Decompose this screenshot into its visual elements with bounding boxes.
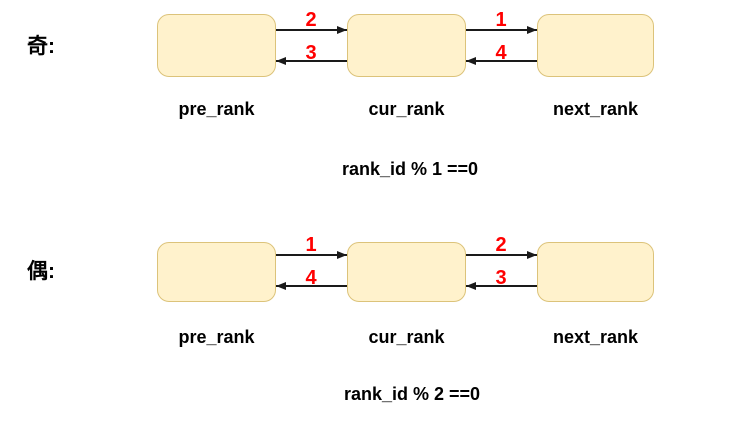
row-odd-arrow-cur-to-next bbox=[466, 29, 537, 31]
row-odd-box-pre-rank bbox=[157, 14, 276, 77]
row-even-label-pre-rank: pre_rank bbox=[178, 327, 255, 347]
row-even-label-next-rank: next_rank bbox=[552, 327, 639, 347]
row-even-box-cur-rank bbox=[347, 242, 466, 302]
row-odd-box-next-rank bbox=[537, 14, 654, 77]
row-odd-step-number-forward-right-gap: 1 bbox=[495, 9, 507, 31]
row-even-step-number-forward-right-gap: 2 bbox=[495, 234, 507, 256]
row-odd-arrow-pre-to-cur bbox=[276, 29, 347, 31]
row-odd-side-label: 奇: bbox=[27, 35, 55, 58]
row-odd-label-cur-rank: cur_rank bbox=[368, 99, 445, 119]
row-odd-arrow-cur-to-pre bbox=[276, 60, 347, 62]
row-odd-step-number-backward-right-gap: 4 bbox=[495, 42, 507, 64]
row-even-arrow-pre-to-cur bbox=[276, 254, 347, 256]
row-even-side-label: 偶: bbox=[27, 260, 55, 283]
row-odd-step-number-backward-left-gap: 3 bbox=[305, 42, 317, 64]
row-even-step-number-forward-left-gap: 1 bbox=[305, 234, 317, 256]
row-even-step-number-backward-left-gap: 4 bbox=[305, 267, 317, 289]
row-odd-box-cur-rank bbox=[347, 14, 466, 77]
row-even-arrow-cur-to-pre bbox=[276, 285, 347, 287]
row-odd-step-number-forward-left-gap: 2 bbox=[305, 9, 317, 31]
row-even-step-number-backward-right-gap: 3 bbox=[495, 267, 507, 289]
row-even-arrow-cur-to-next bbox=[466, 254, 537, 256]
row-even-arrow-next-to-cur bbox=[466, 285, 537, 287]
row-odd-label-next-rank: next_rank bbox=[552, 99, 639, 119]
row-odd-arrow-next-to-cur bbox=[466, 60, 537, 62]
row-even-caption: rank_id % 2 ==0 bbox=[343, 384, 481, 404]
row-even-box-pre-rank bbox=[157, 242, 276, 302]
row-odd-label-pre-rank: pre_rank bbox=[178, 99, 255, 119]
row-even-box-next-rank bbox=[537, 242, 654, 302]
row-odd-caption: rank_id % 1 ==0 bbox=[341, 159, 479, 179]
row-even-label-cur-rank: cur_rank bbox=[368, 327, 445, 347]
